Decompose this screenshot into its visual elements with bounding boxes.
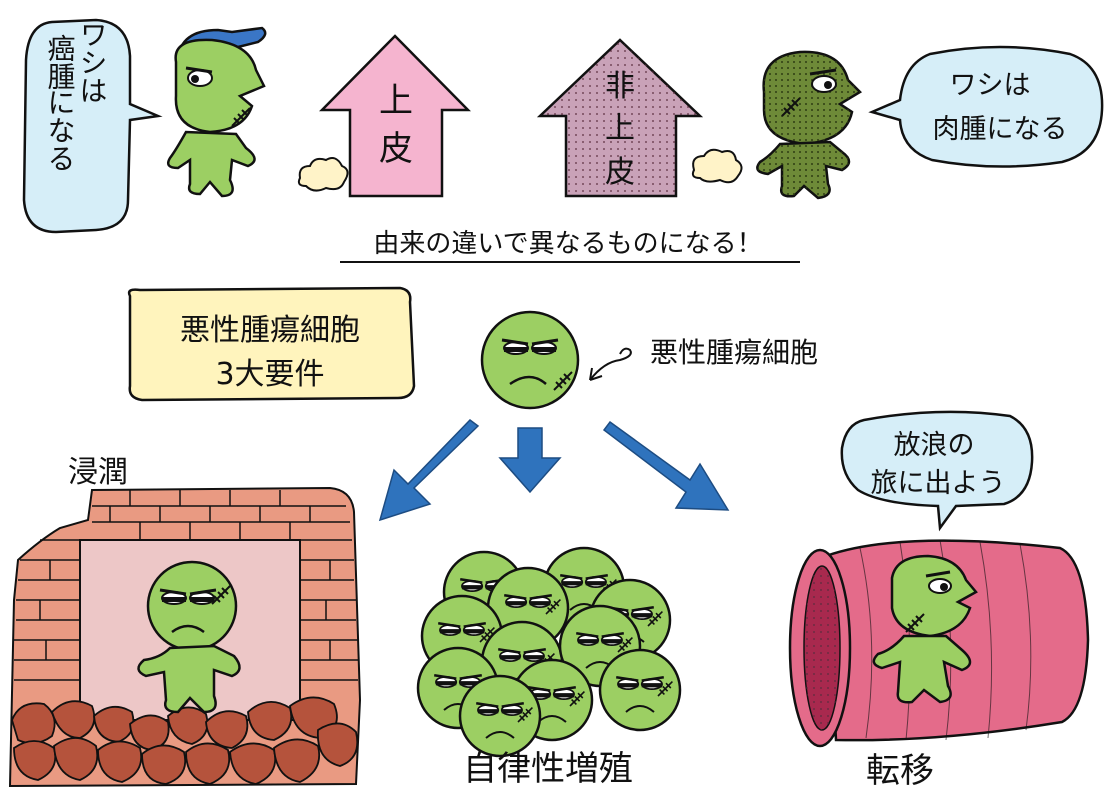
cell-label-pointer: 悪性腫瘍細胞: [589, 336, 818, 381]
bubble-line-1: ワシは: [76, 20, 109, 104]
house-nonepithelial-char-3: 皮: [605, 155, 635, 190]
cell-cluster: [416, 546, 682, 758]
central-tumor-cell: [480, 310, 580, 410]
right-speech-bubble: ワシは 肉腫になる: [868, 45, 1104, 168]
puff-cloud-left: [297, 157, 349, 192]
house-epithelial-char-1: 上: [379, 81, 413, 121]
bubble-line-2: 癌腫: [44, 34, 77, 90]
arrow-to-metastasis: [602, 420, 730, 511]
house-nonepithelial-char-1: 非: [605, 69, 635, 104]
requirements-line-1: 悪性腫瘍細胞: [180, 313, 360, 348]
invasion-label: 浸潤: [68, 455, 128, 490]
requirements-line-2: 3大要件: [215, 357, 324, 392]
invading-cell-character: [137, 560, 241, 714]
carcinoma-character: [167, 26, 267, 198]
rubble-pile: [11, 696, 359, 785]
cell-label: 悪性腫瘍細胞: [650, 336, 818, 369]
puff-cloud-right: [691, 148, 743, 184]
wander-bubble-line-1: 放浪の: [894, 430, 975, 461]
metastasis-label: 転移: [866, 751, 934, 791]
arrow-to-growth: [498, 427, 562, 494]
epithelial-house: 上 皮: [319, 34, 471, 198]
sarcoma-character: [756, 50, 863, 200]
caption-text: 由来の違いで異なるものになる！: [373, 229, 762, 259]
origin-caption: 由来の違いで異なるものになる！: [340, 229, 800, 263]
requirements-box: 悪性腫瘍細胞 3大要件: [127, 286, 416, 402]
metastasizing-cell-character: [872, 554, 978, 704]
autonomous-growth-label: 自律性増殖: [463, 749, 633, 789]
wander-bubble-line-2: 旅に出よう: [871, 468, 1006, 499]
right-bubble-line-1: ワシは: [950, 70, 1031, 101]
house-epithelial-char-2: 皮: [379, 129, 413, 169]
arrow-to-invasion: [378, 419, 480, 522]
right-bubble-line-2: 肉腫になる: [933, 114, 1068, 145]
house-nonepithelial-char-2: 上: [605, 111, 635, 146]
wander-speech-bubble: 放浪の 旅に出よう: [840, 410, 1034, 532]
cluster-tumor-cell: [458, 674, 542, 758]
cluster-tumor-cell: [598, 648, 682, 732]
nonepithelial-house: 非 上 皮: [536, 38, 704, 198]
bubble-line-3: になる: [44, 88, 77, 172]
left-speech-bubble: ワシは 癌腫 になる: [22, 18, 163, 234]
